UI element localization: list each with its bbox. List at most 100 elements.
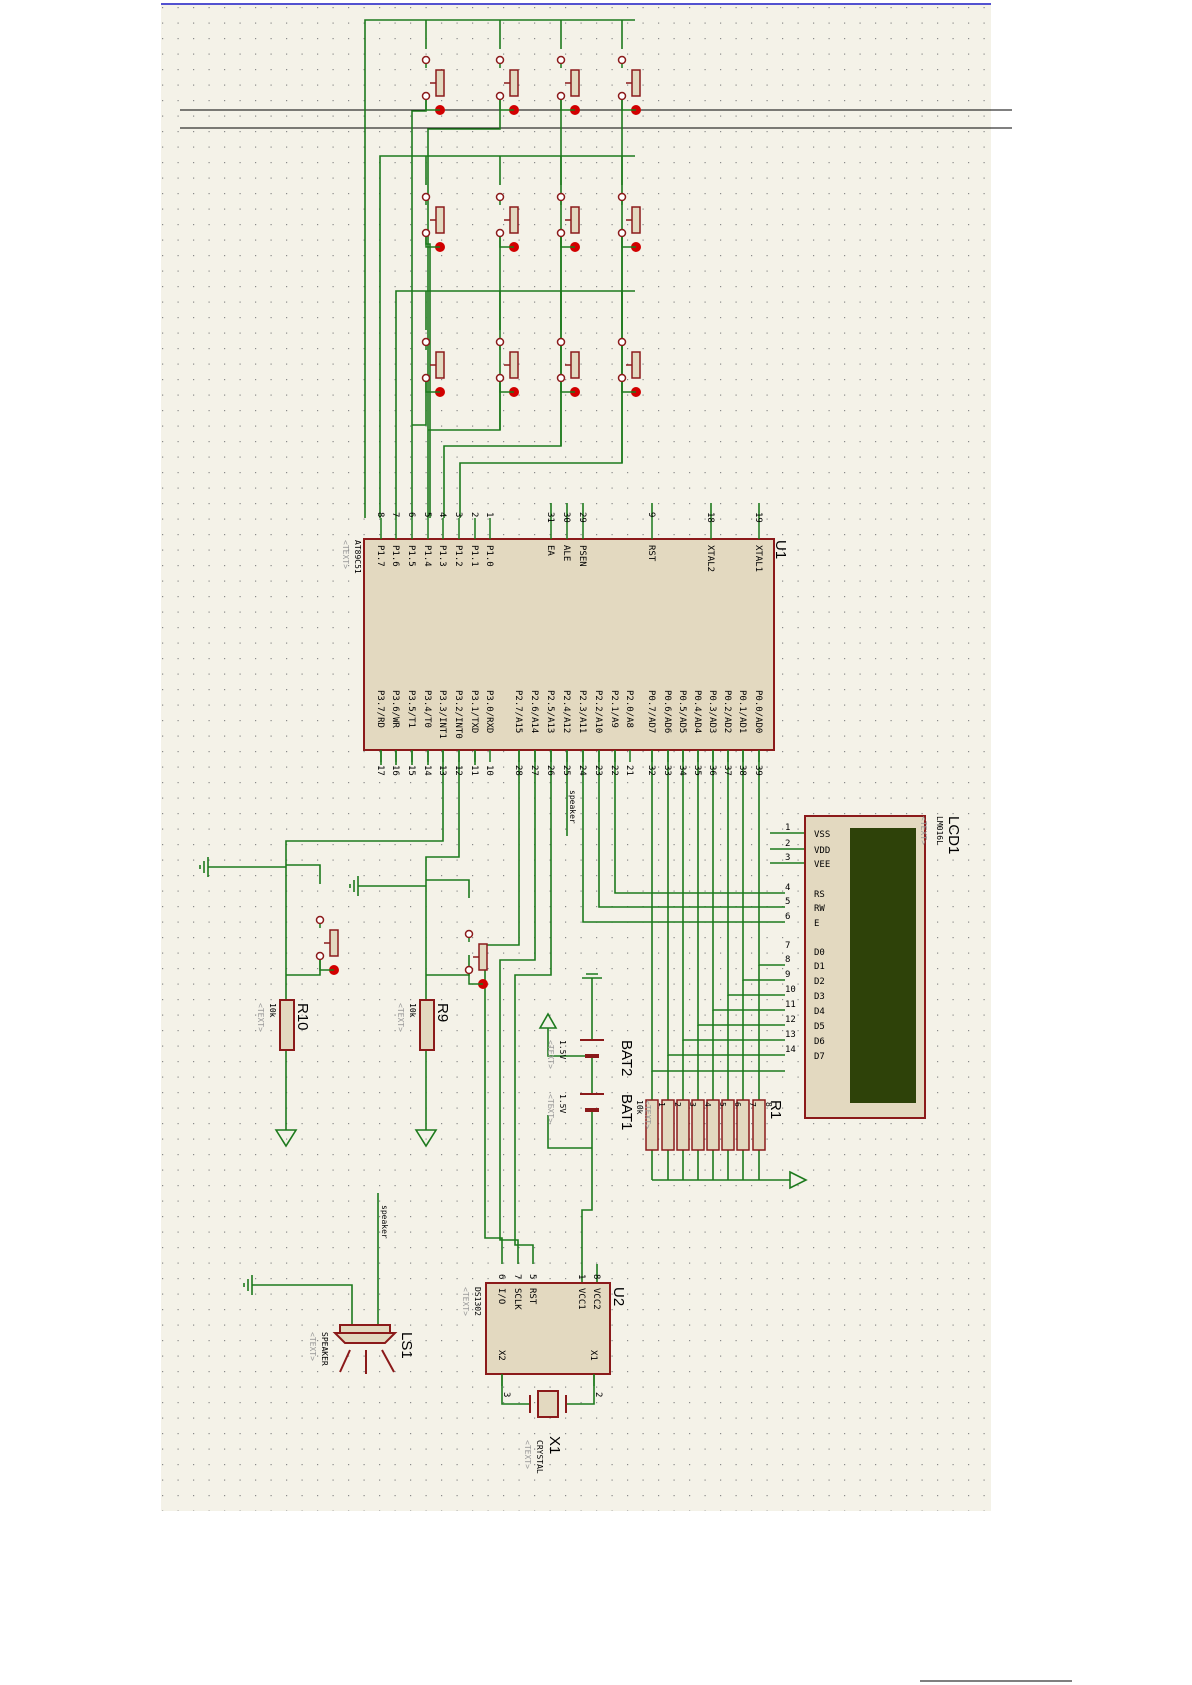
keypad-button-r1c2[interactable] [495, 55, 520, 116]
ground-btn-left [199, 857, 209, 877]
r9-ref: R9 [434, 1003, 451, 1022]
lcd-pin-name: E [814, 919, 819, 929]
button-contact [421, 55, 431, 65]
button-lead [499, 237, 514, 248]
bat-term-a [547, 1028, 592, 1057]
keypad-button-r2c2[interactable] [495, 192, 520, 253]
u2-body [486, 1283, 610, 1374]
lcd-pin-name: D6 [814, 1037, 825, 1047]
rnet-element-label: 2 [673, 1102, 682, 1107]
wires [208, 19, 805, 1405]
u1-pin-name: P0.4/AD4 [692, 690, 702, 733]
u1-bottom-pins: 17P3.7/RD16P3.6/WR15P3.5/T114P3.4/T013P3… [375, 690, 763, 776]
lcd-pin-number: 1 [785, 823, 790, 833]
r1-value: 10k [635, 1100, 644, 1115]
u1-top-stubs [550, 503, 760, 518]
keypad-col-2-wire [427, 99, 501, 518]
button-contact [556, 192, 566, 202]
lcd-pin-number: 4 [785, 883, 790, 893]
u2-pin-number: 6 [496, 1274, 506, 1279]
speaker-ls1[interactable]: LS1 SPEAKER <TEXT> [308, 1324, 415, 1374]
button-contact [556, 373, 566, 383]
button-contact [617, 55, 627, 65]
keypad-button-r1c3[interactable] [556, 55, 581, 116]
u1-pin-name: P3.3/INT1 [437, 690, 447, 739]
u1-pin-number: 5 [422, 512, 432, 517]
u1-top-pins: 8P1.77P1.66P1.55P1.44P1.33P1.22P1.11P1.0… [375, 512, 763, 572]
rnet-bottom-wires [651, 1150, 790, 1181]
keypad-button-r3c2[interactable] [495, 337, 520, 398]
keypad-button-r3c1[interactable] [421, 337, 446, 398]
u2-pin-name: VCC2 [591, 1288, 601, 1310]
u1-pin-number: 10 [484, 765, 494, 776]
u1-body [364, 539, 774, 750]
bat2-ref: BAT2 [618, 1040, 635, 1076]
u1-pin-number: 11 [469, 765, 479, 776]
u1-pin-name: ALE [561, 545, 571, 561]
u1-pin-name: P3.4/T0 [422, 690, 432, 728]
keypad-button-r1c4[interactable] [617, 55, 642, 116]
keypad-button-r2c1[interactable] [421, 192, 446, 253]
u1-pin-name: EA [545, 545, 555, 556]
rnet-resistor [645, 1099, 659, 1151]
u1-pin-name: P2.4/A12 [561, 690, 571, 733]
u1-pin-name: P1.0 [484, 545, 494, 567]
r10-outline [279, 999, 295, 1051]
int0-wire [425, 750, 460, 1000]
button-contact [617, 337, 627, 347]
int1-button[interactable] [315, 915, 340, 976]
int0-button[interactable] [464, 929, 489, 990]
keypad-button-r3c3[interactable] [556, 337, 581, 398]
lcd-display[interactable]: 1VSS2VDD3VEE4RS5RW6E7D08D19D210D311D412D… [785, 815, 962, 1119]
button-lead [621, 100, 636, 111]
button-plunger [435, 351, 445, 379]
u2-pin-number: 8 [591, 1274, 601, 1279]
button-plunger [570, 206, 580, 234]
u1-pin-number: 1 [484, 512, 494, 517]
keypad-button-r2c4[interactable] [617, 192, 642, 253]
u1-pin-name: P0.3/AD3 [707, 690, 717, 733]
u2-part: DS1302 [473, 1287, 482, 1316]
r1-ref: R1 [767, 1100, 784, 1119]
lcd-pin-number: 13 [785, 1030, 796, 1040]
button-plunger [570, 69, 580, 97]
button-plunger [631, 351, 641, 379]
button-contact [495, 373, 505, 383]
r10-body [280, 1000, 294, 1050]
lcd-outline [804, 815, 926, 1119]
button-contact [617, 373, 627, 383]
int1-wire [285, 750, 444, 1000]
lcd-pin-number: 12 [785, 1015, 796, 1025]
button-contact [464, 965, 474, 975]
u1-pin-number: 28 [513, 765, 523, 776]
r10-text: <TEXT> [256, 1003, 265, 1032]
sheet-notch-left [161, 1511, 194, 1519]
keypad-button-r2c3[interactable] [556, 192, 581, 253]
ds1302-io-wire [484, 750, 520, 1264]
lcd-pin-name: D1 [814, 962, 825, 972]
keypad-button-r1c1[interactable] [421, 55, 446, 116]
u1-microcontroller[interactable]: 8P1.77P1.66P1.55P1.44P1.33P1.22P1.11P1.0… [341, 512, 789, 776]
battery-bat2[interactable]: BAT2 1.5V <TEXT> [546, 1039, 635, 1076]
lcd-pin-name: RS [814, 890, 825, 900]
crystal-x1[interactable]: X1 CRYSTAL <TEXT> [523, 1390, 567, 1474]
rnet-element-label: 3 [688, 1102, 697, 1107]
u1-pin-number: 36 [707, 765, 717, 776]
button-contact [421, 228, 431, 238]
u2-pin-name: SCLK [512, 1288, 522, 1310]
u1-pin-name: P3.6/WR [390, 690, 400, 729]
button-lead [425, 100, 440, 111]
button-contact [556, 55, 566, 65]
button-contact [421, 192, 431, 202]
u1-pin-number: 3 [453, 512, 463, 517]
u1-pin-name: PSEN [577, 545, 587, 567]
keypad-button-r3c4[interactable] [617, 337, 642, 398]
u2-pin-name: VCC1 [576, 1288, 586, 1310]
resistor-r9[interactable]: R9 10k <TEXT> [396, 999, 451, 1051]
resistor-r10[interactable]: R10 10k <TEXT> [256, 999, 311, 1051]
battery-bat1[interactable]: BAT1 1.5V <TEXT> [546, 1093, 635, 1130]
